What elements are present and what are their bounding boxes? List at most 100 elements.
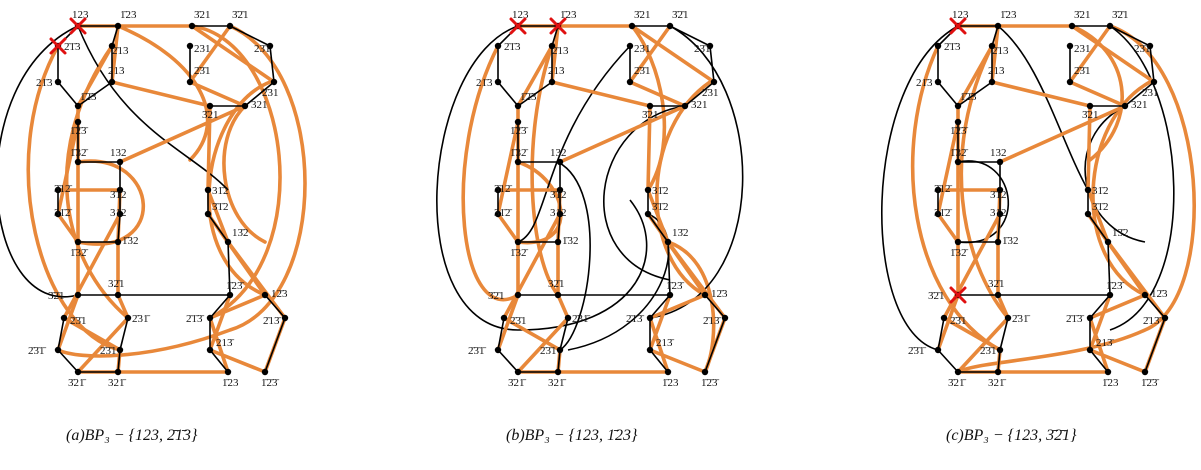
vertex (706, 42, 714, 50)
black-edge (264, 317, 286, 373)
orange-edge (222, 104, 267, 244)
vertex-label: 213̄ (1096, 337, 1115, 349)
vertex (226, 291, 234, 299)
vertex (934, 210, 942, 218)
orange-edge (956, 44, 994, 108)
vertex-label: 2̄13̄ (263, 315, 282, 327)
black-edge (1107, 241, 1111, 296)
removed-marker (509, 17, 527, 35)
vertex (261, 368, 269, 376)
black-edge (227, 241, 231, 296)
orange-edge (56, 212, 80, 244)
orange-edge (936, 120, 960, 216)
vertex (934, 186, 942, 194)
vertex-label: 2̄1̄3 (944, 41, 961, 53)
orange-edge (648, 293, 707, 320)
vertex-label: 312 (550, 207, 567, 219)
vertex (556, 346, 564, 354)
orange-edge (990, 80, 1092, 108)
orange-edge (1088, 348, 1147, 374)
vertex (494, 346, 502, 354)
orange-edge (956, 316, 1010, 374)
vertex-label: 12̄3 (271, 288, 288, 300)
vertex-label: 23̄1 (1134, 43, 1151, 55)
orange-edge (206, 188, 230, 244)
vertex (934, 346, 942, 354)
vertex-label: 2̄3̄1 (194, 65, 211, 77)
black-edge (1084, 105, 1146, 243)
vertex (74, 368, 82, 376)
vertex (270, 78, 278, 86)
vertex-label: 2̄3̄1 (100, 345, 117, 357)
vertex-label: 3̄12̄ (54, 183, 73, 195)
vertex-label: 2̄1̄3̄ (1066, 313, 1085, 325)
vertex (994, 238, 1002, 246)
vertex-label: 3̄12 (110, 189, 127, 201)
vertex-label: 213 (108, 65, 125, 77)
black-edge (667, 241, 671, 296)
vertex-label: 1̄2̄3̄ (1141, 377, 1160, 389)
black-edge (117, 349, 121, 373)
vertex-label: 21̄3 (916, 77, 933, 89)
vertex (266, 42, 274, 50)
vertex (934, 42, 942, 50)
vertex-label: 3̄2̄1 (928, 290, 945, 302)
vertex-label: 1̄32̄ (510, 247, 529, 259)
black-edge (937, 81, 959, 107)
vertex-label: 21̄3 (36, 77, 53, 89)
vertex (1104, 238, 1112, 246)
vertex-label: 1̄2̄3̄ (261, 377, 280, 389)
vertex-label: 1̄2̄3̄ (950, 125, 969, 137)
vertex-label: 23̄1 (694, 43, 711, 55)
vertex-label: 2̄31̄ (1012, 313, 1031, 325)
removed-marker (69, 17, 87, 35)
vertex (556, 186, 564, 194)
vertex (494, 210, 502, 218)
vertex (1146, 42, 1154, 50)
vertex (74, 291, 82, 299)
orange-edge (666, 240, 727, 320)
vertex (994, 368, 1002, 376)
vertex (1150, 78, 1158, 86)
vertex-label: 12̄3 (1151, 288, 1168, 300)
orange-edge (502, 212, 562, 320)
vertex (116, 186, 124, 194)
vertex (1121, 102, 1129, 110)
vertex-label: 3̄21 (1082, 109, 1099, 121)
vertex (188, 22, 196, 30)
black-edge (57, 81, 79, 107)
black-edge (497, 317, 505, 351)
vertex (646, 102, 654, 110)
orange-edge (646, 188, 670, 244)
vertex-label: 23̄1 (254, 43, 271, 55)
vertex-label: 3̄12 (550, 189, 567, 201)
vertex-label: 231 (634, 43, 651, 55)
vertex-label: 3̄21 (1074, 9, 1091, 21)
vertex (241, 102, 249, 110)
vertex-label: 312 (110, 207, 127, 219)
vertex (954, 158, 962, 166)
vertex-label: 2̄31̄ (132, 313, 151, 325)
orange-edge (1088, 293, 1112, 352)
vertex (204, 210, 212, 218)
black-edge (119, 317, 129, 351)
vertex-label: 2̄3̄1 (1074, 65, 1091, 77)
orange-edge (110, 80, 212, 108)
vertex-label: 2̄31 (1142, 87, 1159, 99)
vertex (554, 238, 562, 246)
black-edge (517, 81, 553, 107)
vertex-label: 31̄2 (652, 185, 669, 197)
vertex (206, 346, 214, 354)
vertex-label: 2̄13̄ (703, 315, 722, 327)
black-edge (1089, 294, 1111, 319)
vertex-label: 321̄ (548, 377, 567, 389)
vertex-label: 21̄3 (476, 77, 493, 89)
vertex (206, 314, 214, 322)
vertex (1086, 314, 1094, 322)
orange-edge (959, 44, 1010, 320)
vertex (514, 291, 522, 299)
vertex-label: 2̄13̄ (1143, 315, 1162, 327)
